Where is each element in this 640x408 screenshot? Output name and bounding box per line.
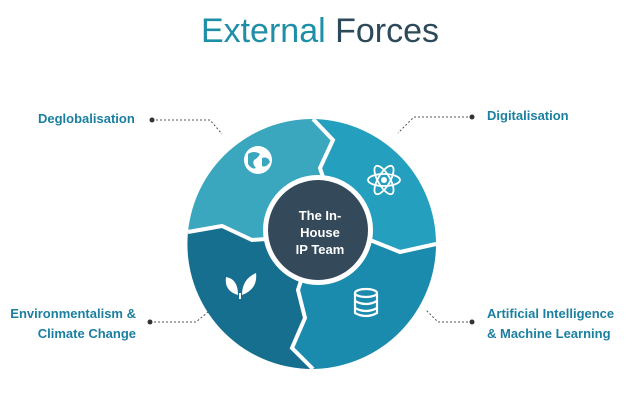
connector-br — [425, 309, 472, 323]
center-line-2: House — [300, 225, 340, 240]
connector-br-dot — [469, 319, 475, 325]
connector-tr-dot — [469, 114, 475, 120]
label-deglobalisation: Deglobalisation — [38, 109, 135, 129]
label-digitalisation: Digitalisation — [487, 106, 569, 126]
connector-bl — [150, 311, 209, 323]
label-env-line-1: Environmentalism & — [10, 306, 136, 321]
label-ai-ml: Artificial Intelligence & Machine Learni… — [487, 304, 637, 344]
connector-tl — [152, 119, 223, 135]
database-icon — [353, 287, 379, 318]
globe-icon — [244, 146, 272, 174]
center-circle-inner — [268, 180, 368, 280]
label-ai-line-1: Artificial Intelligence — [487, 306, 615, 321]
center-line-1: The In- — [298, 208, 342, 223]
connector-bl-dot — [147, 319, 153, 325]
label-ai-line-2: & Machine Learning — [487, 326, 611, 341]
center-line-3: IP Team — [295, 242, 345, 257]
label-digitalisation-text: Digitalisation — [487, 108, 569, 123]
connector-tl-dot — [149, 117, 155, 123]
leaf-icon — [225, 273, 257, 299]
label-deglobalisation-text: Deglobalisation — [38, 111, 135, 126]
title-forces: Forces — [335, 12, 440, 50]
label-environmentalism: Environmentalism & Climate Change — [6, 304, 136, 344]
connector-tr — [397, 116, 472, 134]
page-title: External Forces — [0, 8, 640, 54]
label-env-line-2: Climate Change — [37, 326, 136, 341]
title-external: External — [200, 12, 326, 50]
atom-icon — [367, 164, 401, 196]
center-label: The In- House IP Team — [272, 207, 368, 258]
